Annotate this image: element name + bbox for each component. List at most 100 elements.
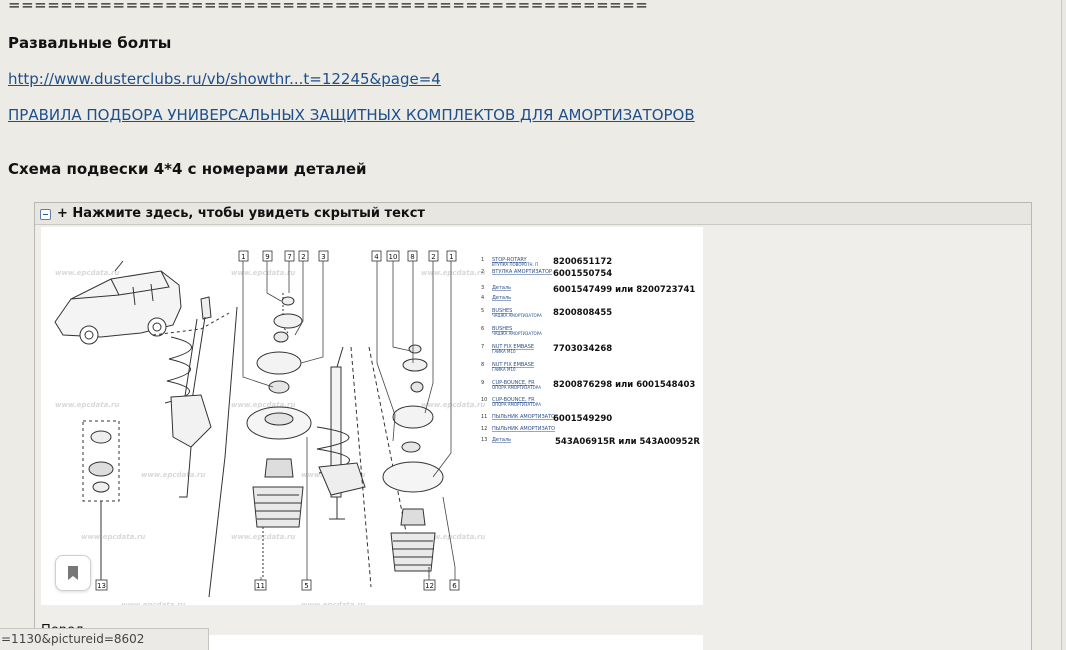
- heading-bolts: Развальные болты: [8, 34, 172, 52]
- part-code: 7703034268: [553, 344, 612, 354]
- part-name: Деталь: [492, 295, 511, 301]
- parts-table-row: 12 ПЫЛЬНИК АМОРТИЗАТО: [481, 426, 555, 432]
- part-code: 6001547499 или 8200723741: [553, 285, 695, 295]
- svg-text:8: 8: [410, 253, 414, 261]
- svg-text:1: 1: [449, 253, 453, 261]
- part-number: 8: [481, 362, 484, 368]
- svg-text:www.epcdata.ru: www.epcdata.ru: [81, 533, 145, 541]
- part-name: CUP-BOUNCE, FR: [492, 380, 535, 386]
- part-number: 13: [481, 437, 487, 443]
- svg-text:www.epcdata.ru: www.epcdata.ru: [231, 401, 295, 409]
- svg-text:www.epcdata.ru: www.epcdata.ru: [141, 471, 205, 479]
- part-subname: ОПОРА АМОРТИЗАТОРА: [492, 402, 541, 407]
- small-mount-parts: [82, 420, 120, 579]
- svg-text:4: 4: [374, 253, 379, 261]
- svg-text:12: 12: [425, 582, 434, 590]
- part-code: 543A06915R или 543A00952R: [555, 437, 700, 447]
- svg-text:9: 9: [265, 253, 269, 261]
- part-name: NUT FIX EMBASE: [492, 344, 534, 350]
- svg-text:13: 13: [97, 582, 106, 590]
- part-number: 3: [481, 285, 484, 291]
- part-name: BUSHES: [492, 326, 512, 332]
- callouts-top: 1 9 7 2 3 4 10 8 2: [238, 250, 457, 262]
- part-name: NUT FIX EMBASE: [492, 362, 534, 368]
- part-subname: ГАЙКА М10: [492, 367, 516, 372]
- svg-text:5: 5: [304, 582, 308, 590]
- part-name: ПЫЛЬНИК АМОРТИЗАТО: [492, 426, 555, 432]
- part-number: 1: [481, 257, 484, 263]
- forum-link[interactable]: http://www.dusterclubs.ru/vb/showthr...t…: [8, 70, 441, 88]
- front-strut: [152, 296, 238, 598]
- part-subname: ОПОРА АМОРТИЗАТОРА: [492, 385, 541, 390]
- spoiler-label: + Нажмите здесь, чтобы увидеть скрытый т…: [57, 206, 425, 221]
- svg-text:www.epcdata.ru: www.epcdata.ru: [55, 269, 119, 277]
- rules-link[interactable]: ПРАВИЛА ПОДБОРА УНИВЕРСАЛЬНЫХ ЗАЩИТНЫХ К…: [8, 106, 695, 124]
- part-code: 6001549290: [553, 414, 612, 424]
- heading-scheme: Схема подвески 4*4 с номерами деталей: [8, 160, 367, 178]
- exploded-parts-right: [382, 344, 444, 579]
- part-code: 6001550754: [553, 269, 612, 279]
- svg-text:7: 7: [287, 253, 291, 261]
- spoiler-block: + Нажмите здесь, чтобы увидеть скрытый т…: [34, 202, 1032, 650]
- diagram-svg: www.epcdata.ru www.epcdata.ru www.epcdata.…: [54, 250, 700, 605]
- second-diagram-preview: [209, 635, 703, 650]
- part-code: 8200808455: [553, 308, 612, 318]
- car-illustration: [54, 260, 182, 345]
- collapse-icon[interactable]: [40, 208, 51, 220]
- callouts-bottom: 13 11 5 12 6: [95, 579, 460, 591]
- part-number: 9: [481, 380, 484, 386]
- svg-text:2: 2: [431, 253, 435, 261]
- svg-text:www.epcdata.ru: www.epcdata.ru: [421, 269, 485, 277]
- svg-text:www.epcdata.ru: www.epcdata.ru: [301, 601, 365, 605]
- svg-text:www.epcdata.ru: www.epcdata.ru: [231, 269, 295, 277]
- part-number: 5: [481, 308, 484, 314]
- part-subname: ЧАШКА АМОРТИЗАТОРА: [492, 313, 542, 318]
- part-name: BUSHES: [492, 308, 512, 314]
- divider-line: ========================================…: [8, 0, 649, 14]
- svg-text:www.epcdata.ru: www.epcdata.ru: [421, 533, 485, 541]
- part-subname: ГАЙКА М10: [492, 349, 516, 354]
- bookmark-button[interactable]: [55, 555, 91, 591]
- part-name: STOP-ROTARY: [492, 257, 528, 263]
- svg-text:www.epcdata.ru: www.epcdata.ru: [121, 601, 185, 605]
- svg-text:10: 10: [389, 253, 398, 261]
- parts-table-row: 4 Деталь: [481, 295, 511, 301]
- part-subname: ВТУЛКА ПОВОРОТН. П: [492, 262, 538, 267]
- part-number: 2: [481, 269, 484, 275]
- part-name: ВТУЛКА АМОРТИЗАТОР: [492, 269, 552, 275]
- leader-lines: [100, 261, 456, 583]
- svg-text:3: 3: [321, 253, 325, 261]
- part-subname: ЧАШКА АМОРТИЗАТОРА: [492, 331, 542, 336]
- part-name: ПЫЛЬНИК АМОРТИЗАТО: [492, 414, 555, 420]
- part-number: 10: [481, 397, 487, 403]
- svg-text:www.epcdata.ru: www.epcdata.ru: [421, 401, 485, 409]
- svg-text:www.epcdata.ru: www.epcdata.ru: [55, 401, 119, 409]
- part-number: 12: [481, 426, 487, 432]
- parts-table-row: 13 Деталь 543A06915R или 543A00952R: [481, 437, 700, 447]
- spoiler-header[interactable]: + Нажмите здесь, чтобы увидеть скрытый т…: [35, 203, 1031, 225]
- part-number: 4: [481, 295, 484, 301]
- part-number: 11: [481, 414, 487, 420]
- bookmark-icon: [68, 566, 78, 580]
- part-name: CUP-BOUNCE, FR: [492, 397, 535, 403]
- status-bar-url: =1130&pictureid=8602: [0, 628, 209, 650]
- part-number: 7: [481, 344, 484, 350]
- part-code: 8200876298 или 6001548403: [553, 380, 695, 390]
- svg-text:2: 2: [301, 253, 305, 261]
- part-name: Деталь: [492, 437, 511, 443]
- part-number: 6: [481, 326, 484, 332]
- suspension-diagram: www.epcdata.ru www.epcdata.ru www.epcdata.…: [41, 227, 703, 605]
- svg-text:11: 11: [256, 582, 265, 590]
